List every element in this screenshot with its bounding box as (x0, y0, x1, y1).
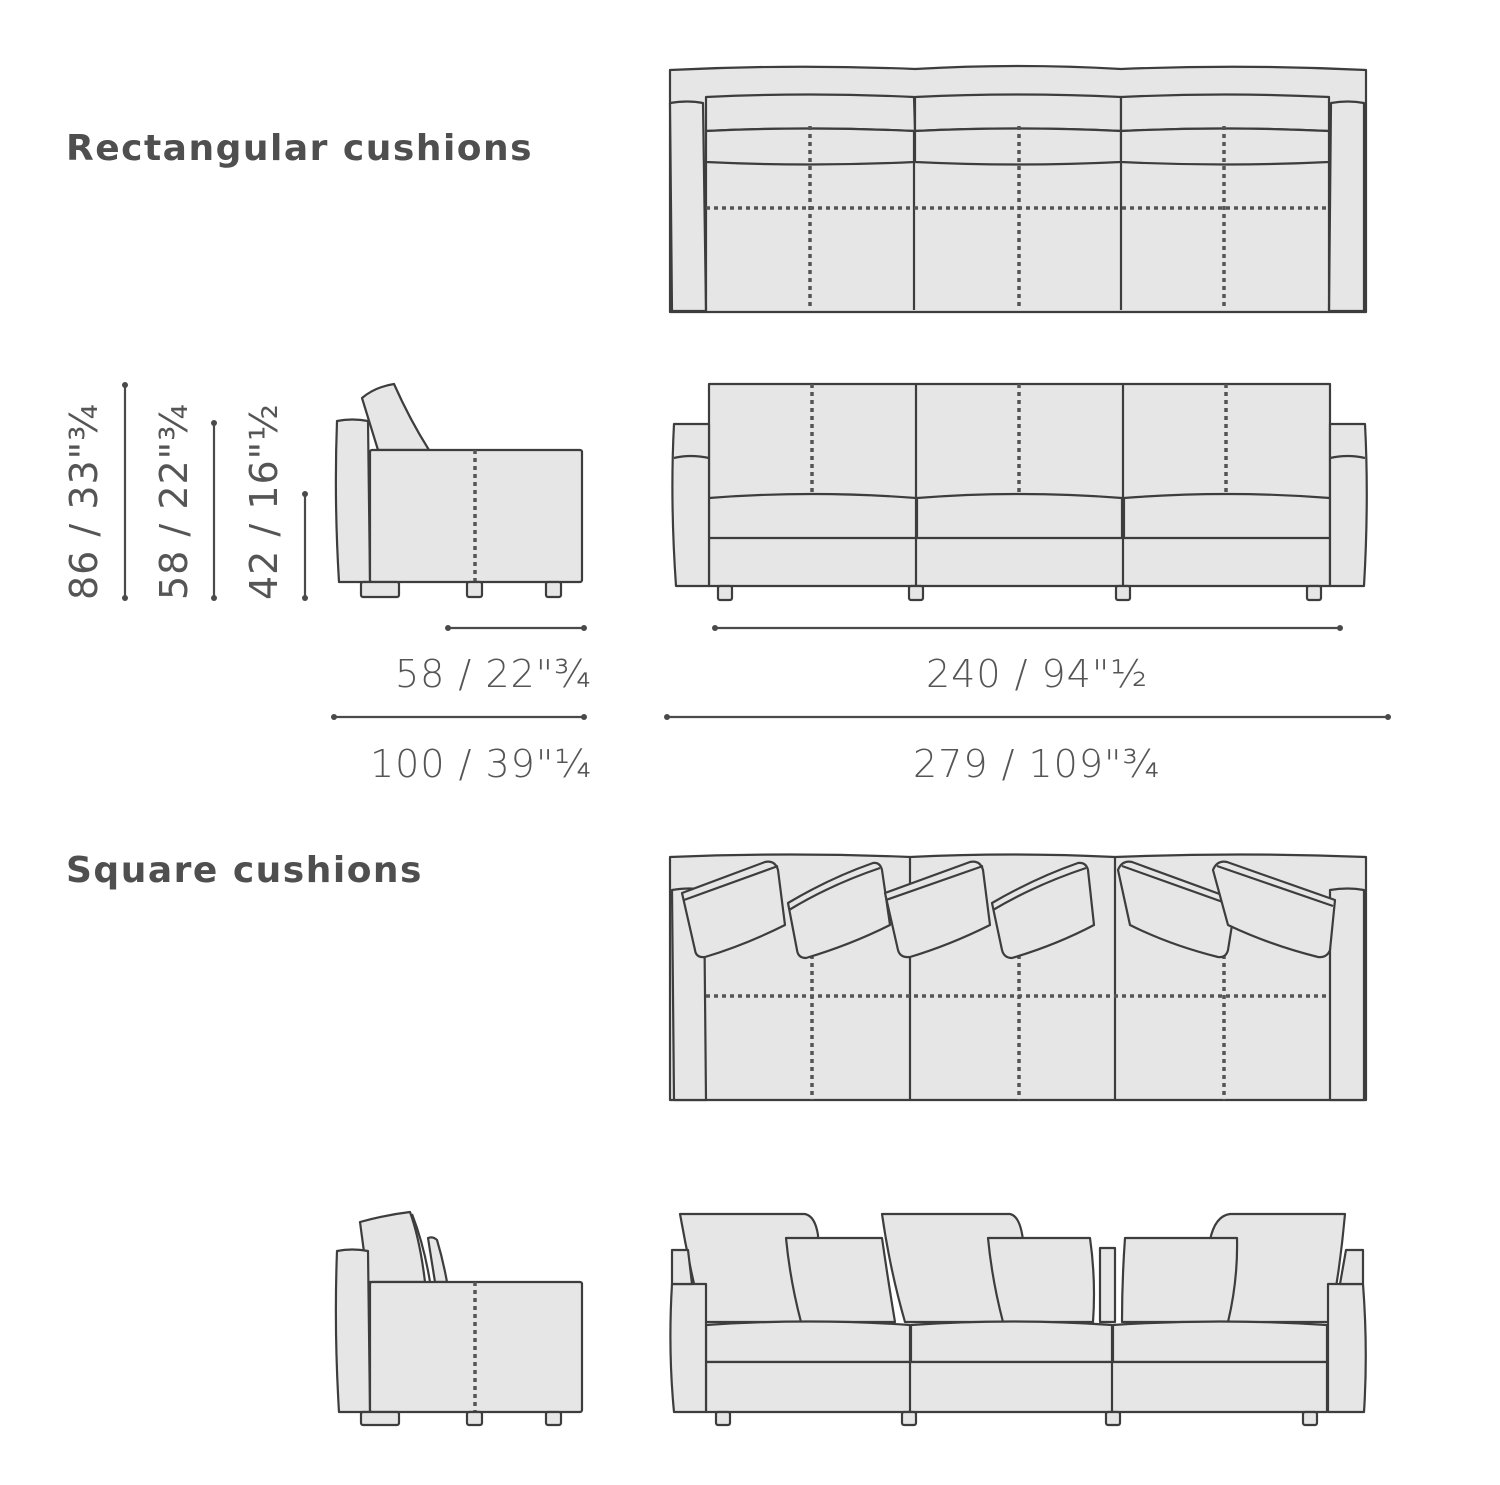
section-title-square: Square cushions (66, 850, 423, 891)
square-front-view (669, 1212, 1367, 1427)
square-top-view (668, 853, 1368, 1102)
rectangular-side-view (334, 382, 584, 599)
square-pillows-top (680, 860, 1337, 960)
front-total-width-label: 279 / 109"¾ (913, 742, 1161, 786)
rectangular-top-view (668, 64, 1368, 314)
dimension-lines (122, 382, 1391, 720)
square-side-view (334, 1210, 584, 1427)
side-total-depth-label: 100 / 39"¼ (370, 742, 593, 786)
side-seat-depth-label: 58 / 22"¾ (395, 652, 592, 696)
front-seat-width-label: 240 / 94"½ (926, 652, 1149, 696)
section-title-rectangular: Rectangular cushions (66, 128, 534, 169)
rectangular-front-view (671, 382, 1368, 602)
